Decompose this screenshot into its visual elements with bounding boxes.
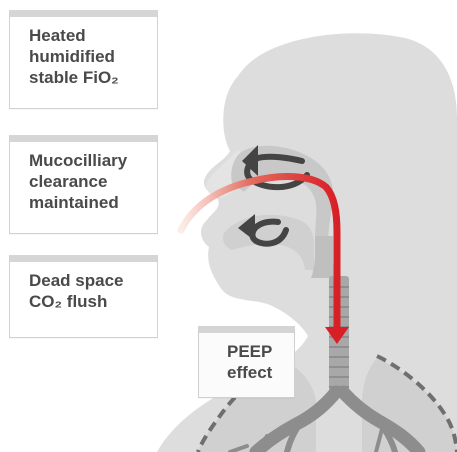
mucocilliary-line-1: Mucocilliary — [29, 150, 147, 171]
dead-space-line-1: Dead space — [29, 270, 147, 291]
peep-line-1: PEEP — [227, 341, 284, 362]
humidified-line-3: stable FiO₂ — [29, 67, 147, 88]
dead-space-label-box: Dead space CO₂ flush — [9, 255, 158, 338]
dead-space-line-2: CO₂ flush — [29, 291, 147, 312]
humidified-label-box: Heated humidified stable FiO₂ — [9, 10, 158, 109]
mucocilliary-line-3: maintained — [29, 192, 147, 213]
humidified-line-2: humidified — [29, 46, 147, 67]
peep-label-box: PEEP effect — [198, 326, 295, 398]
mucocilliary-line-2: clearance — [29, 171, 147, 192]
peep-line-2: effect — [227, 362, 284, 383]
humidified-line-1: Heated — [29, 25, 147, 46]
mucocilliary-label-box: Mucocilliary clearance maintained — [9, 135, 158, 234]
